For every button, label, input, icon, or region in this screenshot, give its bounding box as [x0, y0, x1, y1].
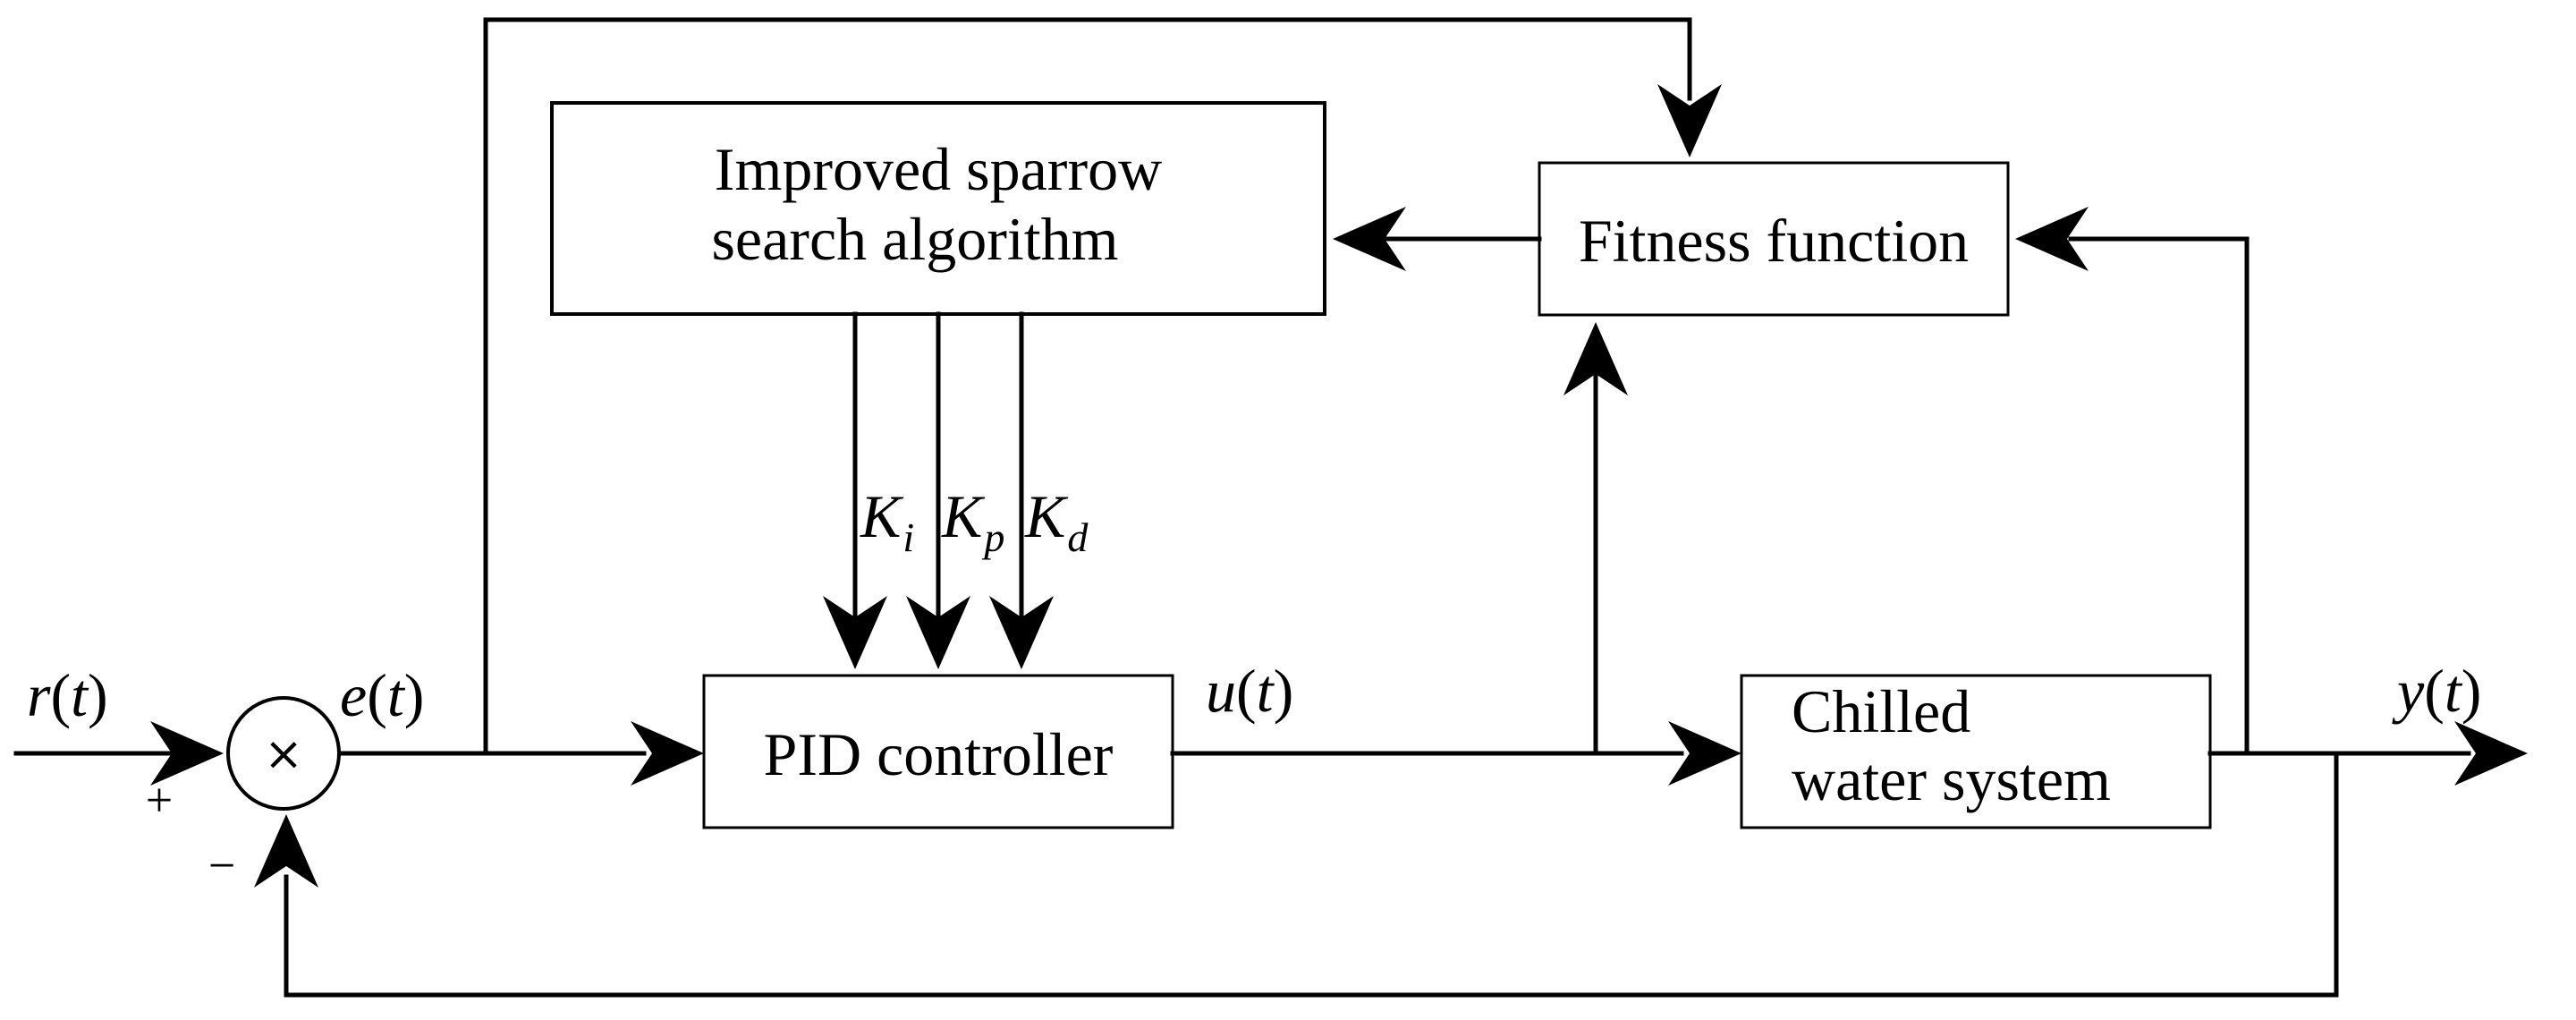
signal-y-label: y(t)	[2392, 657, 2481, 725]
gain-ki-label: Ki	[860, 482, 914, 560]
ssa-label-line2: search algorithm	[711, 205, 1118, 273]
signal-e-label: e(t)	[340, 661, 424, 729]
pid-controller-block: PID controller	[702, 674, 1174, 829]
summing-junction-symbol: ×	[264, 727, 303, 781]
ki-arrowhead	[823, 596, 887, 669]
plant-label-line2: water system	[1792, 745, 2111, 813]
error-arrowhead	[631, 721, 704, 786]
summing-junction: ×	[226, 696, 341, 811]
kp-arrowhead	[906, 596, 970, 669]
control-arrowhead	[1668, 721, 1741, 786]
signal-r-label: r(t)	[27, 661, 108, 729]
input-arrowhead	[150, 721, 224, 786]
minus-sign: −	[208, 838, 235, 892]
plus-sign: +	[146, 773, 173, 827]
fitness-function-label: Fitness function	[1579, 207, 1969, 275]
output-to-fitness-wire	[2068, 236, 2250, 756]
ssa-label-line1: Improved sparrow	[715, 135, 1162, 203]
feedback-wire	[284, 751, 2339, 998]
output-to-fitness-arrowhead	[2015, 207, 2089, 271]
pid-controller-label: PID controller	[764, 720, 1114, 788]
gain-kp-label: Kp	[941, 482, 1004, 560]
output-arrowhead	[2454, 721, 2528, 786]
fitness-function-block: Fitness function	[1538, 161, 2010, 317]
feedback-arrowhead	[254, 814, 318, 888]
signal-u-label: u(t)	[1206, 657, 1293, 725]
ssa-block: Improved sparrow search algorithm	[550, 101, 1326, 316]
kd-arrowhead	[989, 596, 1054, 669]
chilled-water-system-block: Chilled water system	[1740, 674, 2212, 829]
error-to-fitness-wire	[483, 17, 1692, 756]
fitness-to-ssa-arrowhead	[1333, 207, 1406, 271]
control-to-fitness-arrowhead	[1563, 322, 1628, 395]
plant-label-line1: Chilled	[1792, 677, 1970, 745]
error-to-fitness-arrowhead	[1657, 84, 1722, 157]
gain-kd-label: Kd	[1024, 482, 1089, 560]
